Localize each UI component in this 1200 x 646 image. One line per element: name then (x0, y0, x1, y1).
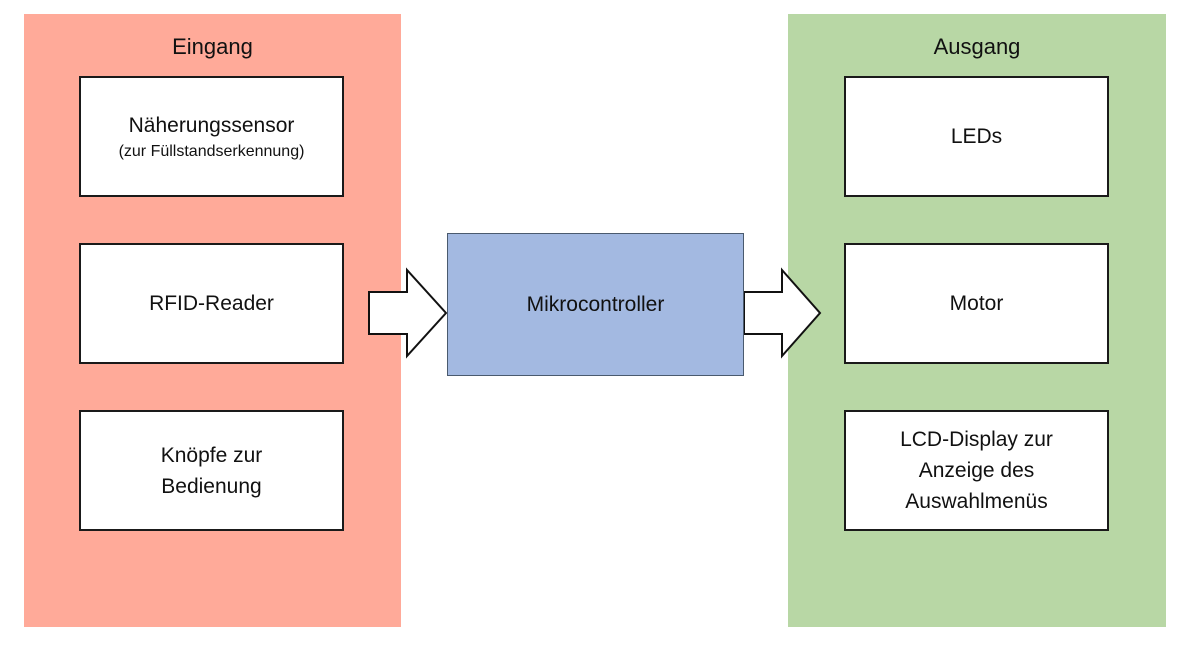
box-label: Motor (949, 292, 1004, 315)
box-label: LEDs (950, 125, 1003, 148)
input-box-rfid-reader: RFID-Reader (79, 243, 344, 364)
input-panel-title: Eingang (172, 34, 253, 59)
box-label: Näherungssensor (128, 114, 295, 137)
box-sublabel: (zur Füllstandserkennung) (118, 143, 305, 160)
input-box-buttons: Knöpfe zur Bedienung (79, 410, 344, 531)
output-box-motor: Motor (844, 243, 1109, 364)
arrow-input-to-controller (368, 267, 448, 359)
arrow-controller-to-output (743, 267, 822, 359)
microcontroller-label: Mikrocontroller (526, 292, 665, 316)
output-box-leds: LEDs (844, 76, 1109, 197)
box-label: Knöpfe zur Bedienung (160, 443, 263, 498)
output-panel-title: Ausgang (933, 34, 1021, 59)
input-box-proximity-sensor: Näherungssensor (zur Füllstandserkennung… (79, 76, 344, 197)
box-label: LCD-Display zur Anzeige des Auswahlmenüs (900, 428, 1053, 513)
box-label: RFID-Reader (149, 292, 274, 315)
output-box-lcd-display: LCD-Display zur Anzeige des Auswahlmenüs (844, 410, 1109, 531)
microcontroller-box: Mikrocontroller (447, 233, 744, 376)
